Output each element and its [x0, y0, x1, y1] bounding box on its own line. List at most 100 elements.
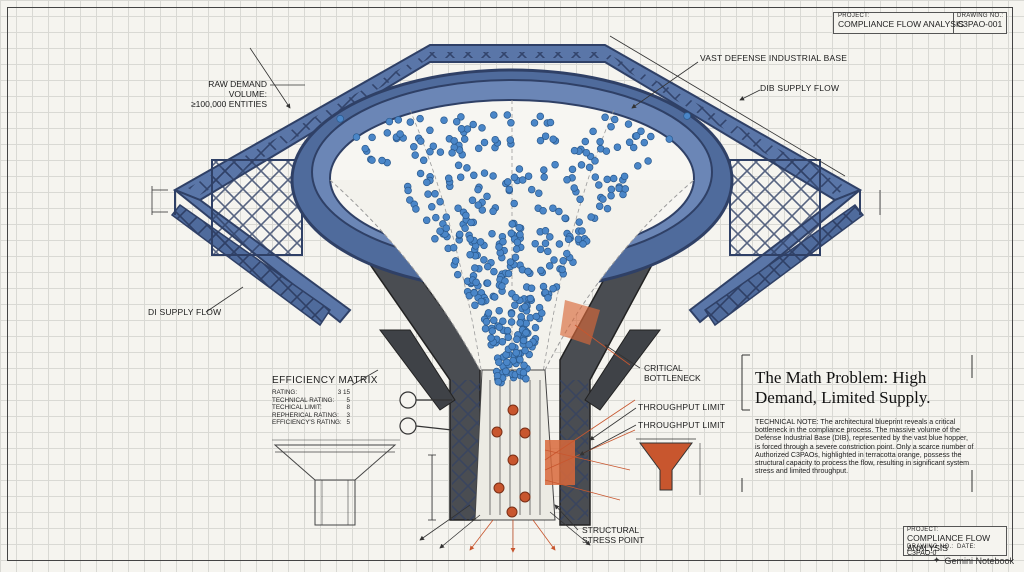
blue-particle [620, 172, 629, 181]
title-block-bottom [903, 526, 1007, 556]
watermark: ✦ Gemini Notebook [933, 555, 1014, 566]
title-block-drawing-key: DRAWING NO.: [957, 13, 1004, 19]
blue-particle [582, 148, 591, 157]
blue-particle [521, 303, 529, 311]
blue-particle [432, 213, 440, 222]
blue-particle [602, 147, 611, 155]
blue-particle [603, 175, 611, 184]
blue-particle [490, 267, 498, 276]
blue-particle [538, 309, 546, 317]
blue-particle [352, 133, 361, 141]
blue-particle [482, 318, 491, 326]
blue-particle [607, 191, 615, 200]
blue-particle [396, 130, 404, 138]
blue-particle [457, 125, 466, 133]
blue-particle [504, 269, 513, 278]
blue-particle [576, 195, 584, 204]
note-brackets [741, 354, 973, 492]
blue-particle [536, 245, 545, 254]
blue-particle [599, 195, 607, 203]
blue-particle [518, 176, 527, 184]
efficiency-matrix-value: 5 [346, 419, 350, 427]
outflow-arrows [419, 504, 591, 553]
blue-particle [478, 124, 486, 132]
blue-particle [512, 349, 520, 357]
blue-particle [522, 375, 530, 383]
blue-particle [508, 342, 516, 351]
blue-particle [450, 137, 458, 145]
blue-particle [442, 224, 451, 232]
blue-particle [544, 247, 552, 256]
blue-particle [537, 266, 545, 275]
blue-particle [520, 361, 528, 370]
blue-particle [513, 238, 522, 247]
blue-particle [453, 270, 462, 279]
blue-particle [428, 203, 436, 211]
efficiency-matrix-value: 8 [346, 404, 350, 412]
blue-particle [511, 301, 519, 309]
blue-particle [549, 135, 557, 143]
blue-particle [536, 136, 545, 145]
blue-particle [491, 135, 499, 144]
blue-particle [563, 176, 571, 184]
blue-particle [462, 211, 470, 220]
blue-particle [481, 324, 490, 333]
blue-particle [504, 178, 512, 186]
title-block-bottom-drawing: DRAWING NO.: C3PAO-0 [907, 544, 953, 557]
throat-tube [474, 369, 556, 521]
efficiency-matrix-row: REPHERICAL RATING:3 [272, 412, 350, 420]
blue-particle [484, 309, 493, 317]
blue-particle [532, 312, 541, 321]
blue-particle [613, 143, 622, 151]
blue-particle [575, 218, 583, 226]
blue-particle [596, 138, 604, 146]
blue-particle [416, 169, 425, 178]
blue-particle [436, 227, 444, 235]
title-block-bottom-project-key: PROJECT: [907, 527, 939, 533]
blue-particle [460, 135, 469, 143]
blue-particle [487, 334, 495, 342]
blue-particle [595, 202, 604, 210]
title-block-bottom-drawing-key: DRAWING NO.: [907, 544, 954, 550]
title-block-drawing: DRAWING NO.: C3PAO-001 [957, 13, 1003, 29]
blue-particle [378, 156, 386, 165]
blue-particle [495, 306, 503, 315]
blue-particle [361, 144, 369, 153]
blue-particle [516, 319, 524, 327]
blue-particle [607, 185, 616, 194]
note-heading: The Math Problem: High Demand, Limited S… [755, 368, 931, 407]
blue-particle [368, 156, 376, 164]
blue-particle [524, 267, 532, 276]
blue-particle [499, 237, 507, 246]
blue-particles [336, 111, 691, 387]
blue-particle [568, 165, 577, 174]
blue-particle [463, 164, 471, 172]
efficiency-matrix-label: TECHNICAL RATING: [272, 396, 335, 404]
blue-particle [383, 129, 392, 137]
title-block-project: PROJECT: COMPLIANCE FLOW ANALYSIS [838, 13, 964, 29]
blue-particle [494, 377, 503, 386]
blue-particle [368, 133, 376, 142]
blue-particle [419, 156, 428, 165]
blue-particle [515, 165, 524, 173]
blue-particle [549, 284, 557, 293]
blue-particle [472, 278, 480, 287]
title-block-bottom-date-key: DATE: [957, 544, 976, 550]
blue-particle [467, 218, 475, 227]
efficiency-matrix-title: EFFICIENCY MATRIX [272, 375, 378, 386]
blue-particle [440, 116, 448, 124]
blue-particle [609, 174, 618, 183]
funnel-icon [636, 438, 701, 495]
blue-particle [519, 368, 528, 377]
blue-particle [471, 264, 479, 272]
blue-particle [517, 313, 525, 321]
blue-particle [489, 172, 497, 180]
blue-particle [544, 294, 552, 302]
blue-particle [449, 243, 458, 252]
blue-particle [431, 235, 439, 243]
label-raw-demand-title: RAW DEMAND VOLUME: [208, 79, 267, 99]
blue-particle [454, 161, 463, 170]
blue-particle [490, 293, 499, 301]
leader-lines [151, 35, 881, 531]
blue-particle [591, 157, 599, 165]
